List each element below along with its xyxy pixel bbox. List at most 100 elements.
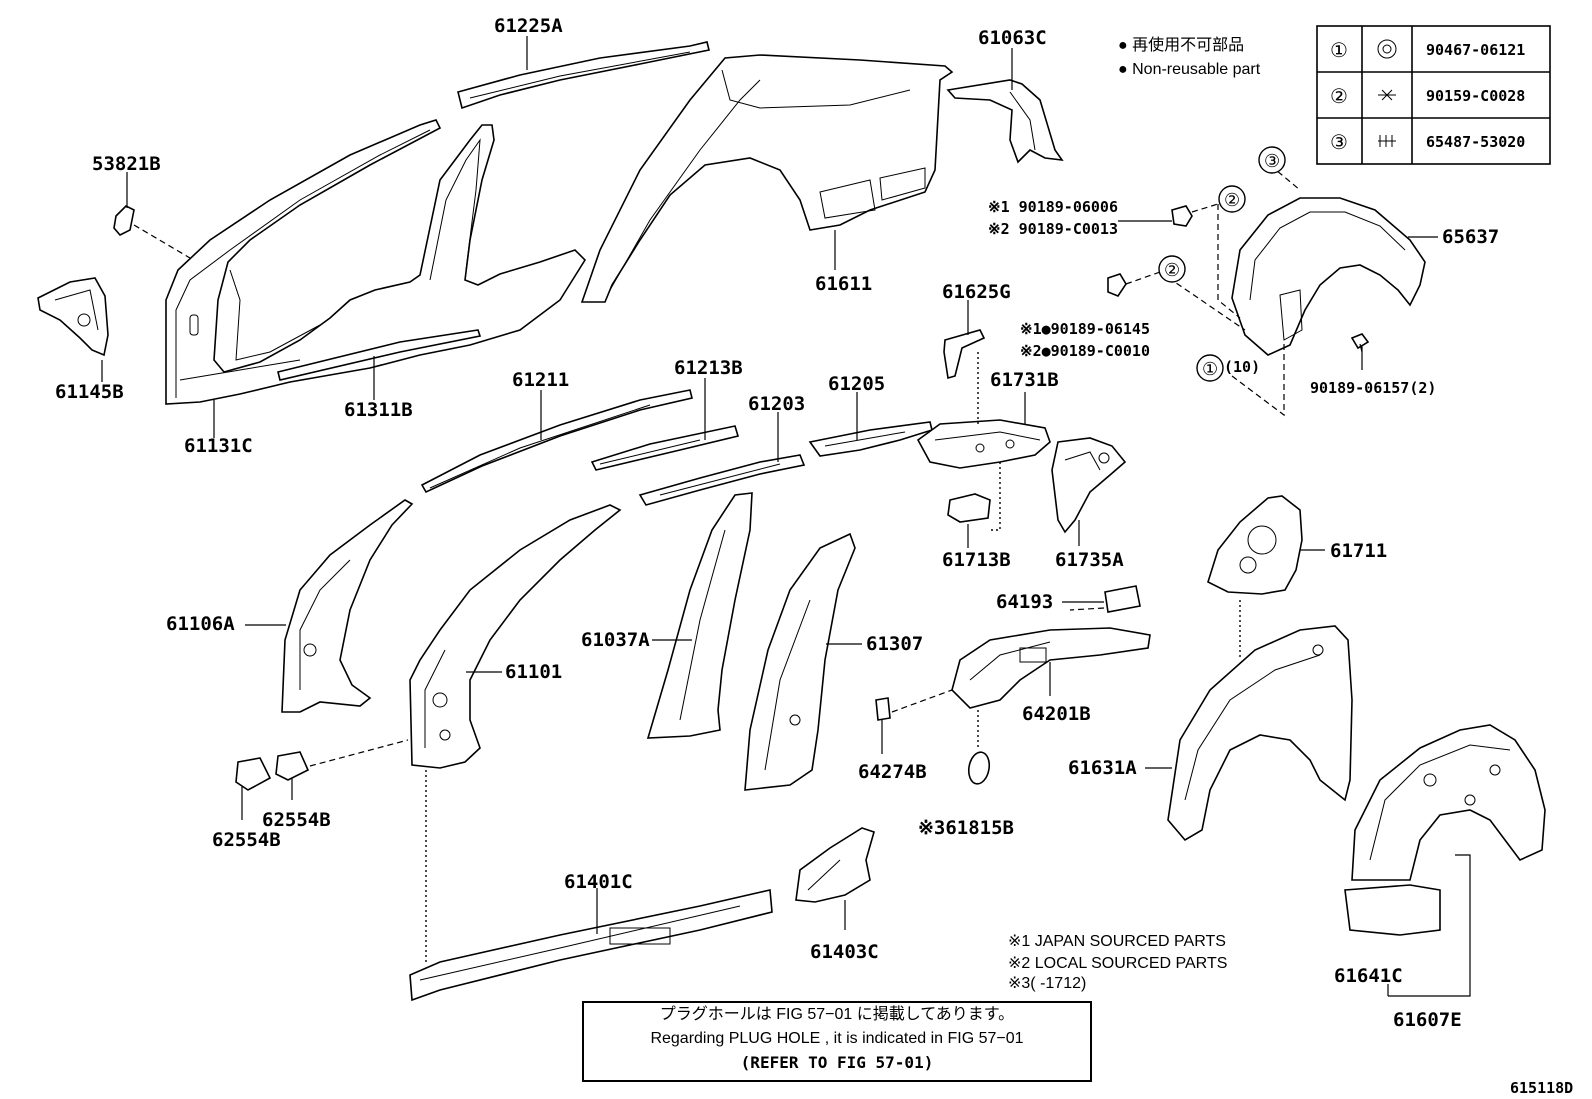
table-row-1-part[interactable]: 90467-06121 [1426,41,1525,59]
grommet-icon [1378,135,1396,147]
label-61131c[interactable]: 61131C [184,435,253,457]
part-61205-shape[interactable] [808,421,933,457]
label-64274b[interactable]: 64274B [858,761,927,783]
leader-lines [101,36,1471,997]
table-row-3-num: ③ [1330,132,1348,154]
label-62554b-a[interactable]: 62554B [212,829,281,851]
label-61203[interactable]: 61203 [748,393,805,415]
part-61213b-shape[interactable] [590,425,740,471]
table-row-2-part[interactable]: 90159-C0028 [1426,87,1525,105]
part-61641c-shape[interactable] [1344,884,1441,936]
part-61211-shape[interactable] [420,389,693,494]
table-row-1-num: ① [1330,40,1348,62]
label-61713b[interactable]: 61713B [942,549,1011,571]
table-row-3-part[interactable]: 65487-53020 [1426,133,1525,151]
part-61063c-shape[interactable] [946,79,1064,164]
part-61037a-shape[interactable] [646,492,753,739]
part-61731b-shape[interactable] [916,419,1051,469]
label-53821b[interactable]: 53821B [92,153,161,175]
clip-90189-06006-shape [1171,205,1193,227]
label-61711[interactable]: 61711 [1330,540,1387,562]
part-61713b-shape[interactable] [947,493,991,523]
part-61145b-shape[interactable] [37,277,109,357]
source-notes: ※1 JAPAN SOURCED PARTS ※2 LOCAL SOURCED … [1008,933,1227,992]
note-range: ※3( -1712) [1008,975,1086,992]
part-61607e-shape[interactable] [1351,724,1546,881]
note-japan-sourced: ※1 JAPAN SOURCED PARTS [1008,933,1226,950]
label-61037a[interactable]: 61037A [581,629,650,651]
part-62554b-b-shape[interactable] [275,751,310,781]
label-64193[interactable]: 64193 [996,591,1053,613]
label-61735a[interactable]: 61735A [1055,549,1124,571]
part-61625g-shape[interactable] [943,329,986,380]
part-61735a-shape[interactable] [1051,437,1127,534]
part-61225a-shape[interactable] [457,41,710,110]
label-64201b[interactable]: 64201B [1022,703,1091,725]
label-90189-06157[interactable]: 90189-06157(2) [1310,379,1436,397]
callout-circles [1158,146,1286,382]
part-64193-shape[interactable] [1104,585,1141,613]
label-61641c[interactable]: 61641C [1334,965,1403,987]
part-53821b-shape[interactable] [113,205,135,236]
part-65637-shape[interactable] [1231,197,1426,356]
part-64201b-shape[interactable] [951,627,1151,709]
label-61211[interactable]: 61211 [512,369,569,391]
label-61607e[interactable]: 61607E [1393,1009,1462,1031]
label-61631a[interactable]: 61631A [1068,757,1137,779]
part-62554b-a-shape[interactable] [235,757,272,791]
label-fastener-2b[interactable]: ※2●90189-C0010 [1020,342,1150,360]
clip-icon [1377,39,1397,59]
callout-2b: ② [1164,260,1180,280]
part-labels: 61225A 61063C 53821B 61145B 61131C 61311… [55,15,1573,1097]
part-61401c-shape[interactable] [409,889,773,1002]
table-row-2-num: ② [1330,86,1348,108]
callout-3: ③ [1264,151,1280,171]
label-fastener-1b[interactable]: ※2 90189-C0013 [988,220,1118,238]
label-62554b-b[interactable]: 62554B [262,809,331,831]
part-61203-shape[interactable] [638,454,806,506]
label-61213b[interactable]: 61213B [674,357,743,379]
part-61311b-shape[interactable] [277,329,482,381]
reference-note-ref[interactable]: (REFER TO FIG 57-01) [740,1053,934,1072]
label-fastener-2a[interactable]: ※1●90189-06145 [1020,320,1150,338]
legend: ● 再使用不可部品 ● Non-reusable part [1118,36,1261,78]
label-61106a[interactable]: 61106A [166,613,235,635]
reference-note-en: Regarding PLUG HOLE , it is indicated in… [650,1030,1024,1047]
clip-90189-06145-shape [1107,273,1127,297]
parts-table: ① ② ③ 90467-06121 90159-C0028 65487-5302… [1316,25,1551,165]
label-61625g[interactable]: 61625G [942,281,1011,303]
label-61311b[interactable]: 61311B [344,399,413,421]
label-61611[interactable]: 61611 [815,273,872,295]
dashed-relation-lines [309,164,1301,962]
part-61711-shape[interactable] [1207,495,1303,595]
part-61631a-shape[interactable] [1167,625,1353,842]
part-61106a-shape[interactable] [281,499,414,713]
label-61063c[interactable]: 61063C [978,27,1047,49]
part-61611-shape[interactable] [580,54,954,303]
label-61731b[interactable]: 61731B [990,369,1059,391]
reference-note-box: プラグホールは FIG 57−01 に掲載してあります。 Regarding P… [582,1001,1092,1082]
label-qty-10: (10) [1224,358,1260,376]
callout-1: ① [1202,359,1218,379]
label-61307[interactable]: 61307 [866,633,923,655]
callout-2a: ② [1224,190,1240,210]
label-65637[interactable]: 65637 [1442,226,1499,248]
part-61131c-shape[interactable] [165,119,587,405]
label-61401c[interactable]: 61401C [564,871,633,893]
part-61307-shape[interactable] [744,532,856,791]
label-61145b[interactable]: 61145B [55,381,124,403]
part-61101-shape[interactable] [409,504,622,769]
part-64274b-shape[interactable] [875,697,891,721]
label-61101[interactable]: 61101 [505,661,562,683]
label-fastener-1a[interactable]: ※1 90189-06006 [988,198,1118,216]
label-61225a[interactable]: 61225A [494,15,563,37]
label-61205[interactable]: 61205 [828,373,885,395]
callout-numbers: ③ ② ② ① [1164,151,1280,379]
legend-jp: ● 再使用不可部品 [1118,36,1244,54]
reference-note-jp: プラグホールは FIG 57−01 に掲載してあります。 [659,1006,1015,1023]
part-61403c-shape[interactable] [795,827,875,903]
part-61815b-shape[interactable] [966,751,991,786]
label-61403c[interactable]: 61403C [810,941,879,963]
label-61815b[interactable]: ※361815B [918,817,1014,839]
fastener-labels: ※1 90189-06006 ※2 90189-C0013 ※1●90189-0… [988,198,1260,376]
